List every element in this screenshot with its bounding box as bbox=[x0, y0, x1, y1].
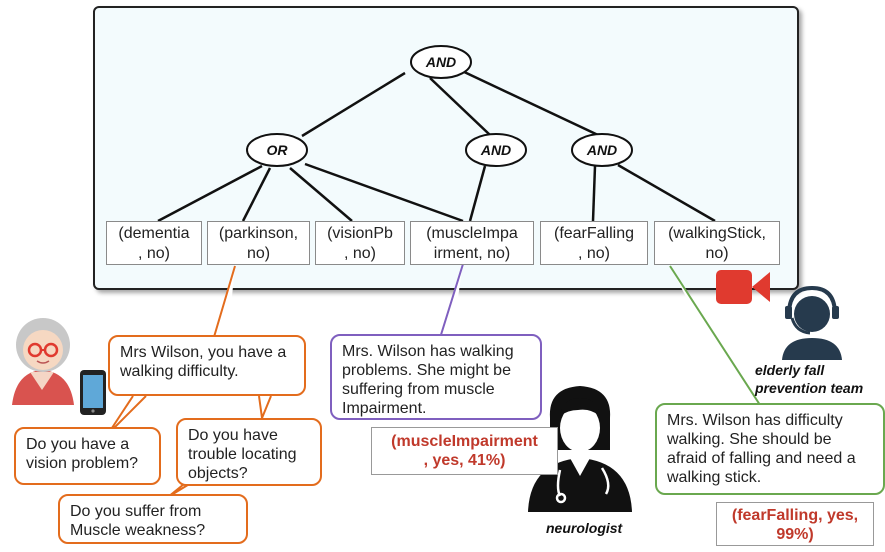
right-and-node: AND bbox=[586, 142, 618, 158]
leaf-line: (parkinson, bbox=[218, 225, 299, 242]
leaf-line: irment, no) bbox=[433, 245, 511, 262]
leaf-line: no) bbox=[246, 245, 271, 262]
result-line: (fearFalling, yes, bbox=[731, 507, 859, 524]
team-role-label-line2: prevention team bbox=[755, 380, 864, 396]
muscle-weakness-question-bubble: Do you suffer from Muscle weakness? bbox=[58, 494, 248, 544]
or-node: OR bbox=[266, 142, 288, 158]
leaf-line: , no) bbox=[137, 245, 170, 262]
root-and-node: AND bbox=[425, 54, 457, 70]
result-line: , yes, 41%) bbox=[423, 452, 506, 469]
team-role-label-line1: elderly fall bbox=[755, 362, 825, 378]
muscle-impairment-result: (muscleImpairment , yes, 41%) bbox=[371, 427, 558, 475]
team-statement-bubble: Mrs. Wilson has difficulty walking. She … bbox=[655, 403, 885, 495]
fear-falling-result: (fearFalling, yes, 99%) bbox=[716, 502, 874, 546]
leaf-line: , no) bbox=[343, 245, 376, 262]
leaf-dementia: (dementia , no) bbox=[106, 221, 202, 265]
leaf-line: no) bbox=[705, 245, 729, 262]
leaf-line: (muscleImpa bbox=[426, 225, 518, 242]
leaf-line: (visionPb bbox=[327, 225, 393, 242]
walking-difficulty-bubble: Mrs Wilson, you have a walking difficult… bbox=[108, 335, 306, 396]
result-line: 99%) bbox=[776, 526, 814, 543]
leaf-line: (walkingStick, bbox=[668, 225, 766, 242]
leaf-visionpb: (visionPb , no) bbox=[315, 221, 405, 265]
vision-question-bubble: Do you have a vision problem? bbox=[14, 427, 161, 485]
leaf-line: (dementia bbox=[118, 225, 190, 242]
leaf-muscleimpairment: (muscleImpa irment, no) bbox=[410, 221, 534, 265]
locating-objects-question-bubble: Do you have trouble locating objects? bbox=[176, 418, 322, 486]
leaf-walkingstick: (walkingStick, no) bbox=[654, 221, 780, 265]
leaf-fearfalling: (fearFalling , no) bbox=[540, 221, 648, 265]
neurologist-label: neurologist bbox=[546, 520, 623, 536]
leaf-line: , no) bbox=[577, 245, 610, 262]
mid-and-node: AND bbox=[480, 142, 512, 158]
neurologist-statement-bubble: Mrs. Wilson has walking problems. She mi… bbox=[330, 334, 542, 420]
leaf-line: (fearFalling bbox=[553, 225, 635, 242]
leaf-parkinson: (parkinson, no) bbox=[207, 221, 310, 265]
result-line: (muscleImpairment bbox=[391, 433, 538, 450]
